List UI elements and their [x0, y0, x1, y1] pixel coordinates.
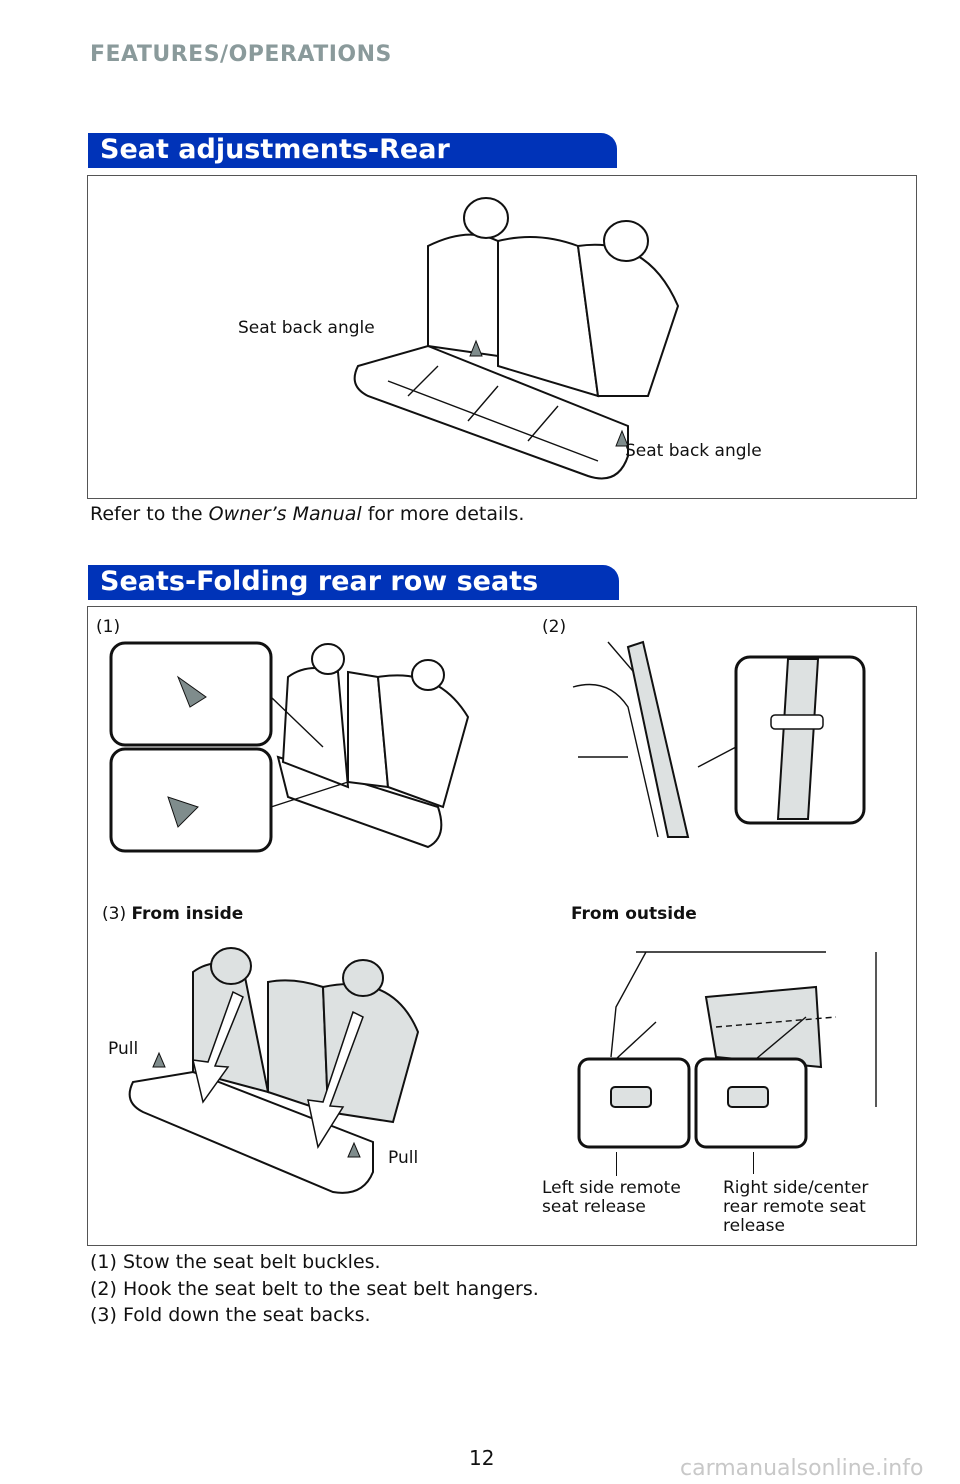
step2-tag: (2)	[542, 617, 567, 637]
note-text: Refer to the	[90, 503, 209, 525]
step3-heading: (3) From inside	[102, 904, 243, 924]
steps-list: (1) Stow the seat belt buckles. (2) Hook…	[90, 1249, 539, 1329]
step1-buckle-illustration	[109, 641, 470, 853]
step3-tag: (3)	[102, 904, 127, 924]
pull-label-right: Pull	[388, 1148, 419, 1168]
step-3: (3) Fold down the seat backs.	[90, 1304, 371, 1326]
seat-back-angle-label-left: Seat back angle	[238, 318, 375, 338]
seat-adjustments-figure: Seat back angle Seat back angle	[87, 175, 917, 499]
left-release-leader	[616, 1152, 617, 1176]
label-line: rear remote seat	[723, 1197, 866, 1217]
seat-back-angle-label-right: Seat back angle	[625, 441, 762, 461]
step3-outside-illustration	[577, 951, 877, 1149]
watermark: carmanualsonline.info	[680, 1456, 924, 1481]
step-2: (2) Hook the seat belt to the seat belt …	[90, 1277, 539, 1300]
step3-inside-illustration	[128, 947, 420, 1194]
label-line: Left side remote	[542, 1178, 681, 1198]
seat-adjustments-banner: Seat adjustments-Rear	[88, 133, 617, 168]
right-release-leader	[753, 1152, 754, 1174]
label-line: seat release	[542, 1197, 646, 1217]
pull-label-left: Pull	[108, 1039, 139, 1059]
rear-seat-illustration	[353, 197, 680, 480]
label-line: release	[723, 1216, 785, 1236]
folding-seats-figure: (1) (2) (3) From inside From outside	[87, 606, 917, 1246]
step-1: (1) Stow the seat belt buckles.	[90, 1251, 381, 1273]
owners-manual-reference: Owner’s Manual	[208, 503, 362, 525]
from-inside-label: From inside	[131, 904, 244, 924]
step2-belt-hanger-illustration	[572, 640, 866, 838]
label-line: Right side/center	[723, 1178, 869, 1198]
from-outside-label: From outside	[571, 904, 697, 924]
note-text: for more details.	[361, 503, 525, 525]
section-header: FEATURES/OPERATIONS	[90, 42, 392, 67]
step1-tag: (1)	[96, 617, 121, 637]
folding-seats-banner: Seats-Folding rear row seats	[88, 565, 619, 600]
page-number: 12	[469, 1446, 495, 1470]
owners-manual-note: Refer to the Owner’s Manual for more det…	[90, 503, 524, 525]
